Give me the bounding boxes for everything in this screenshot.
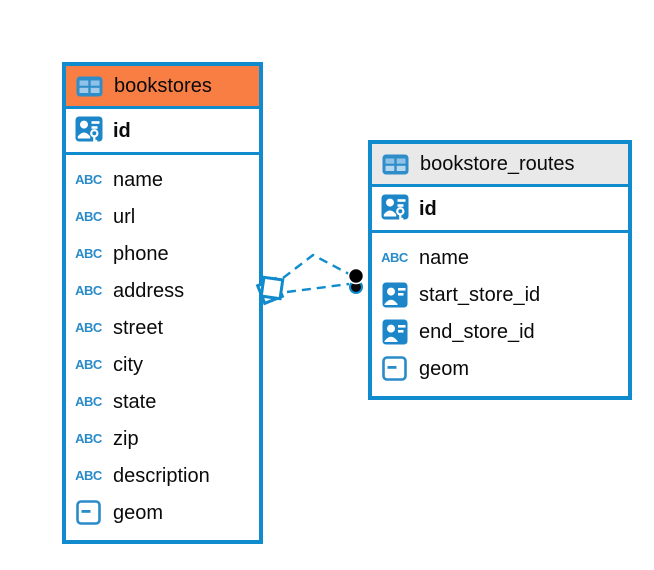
- reference-id-icon: [379, 319, 410, 345]
- column-row[interactable]: ABC street: [66, 309, 259, 346]
- table-bookstores[interactable]: bookstores id ABC name: [62, 62, 263, 544]
- primary-key-icon: [379, 194, 410, 223]
- table-bookstore-routes[interactable]: bookstore_routes id ABC name: [368, 140, 632, 400]
- column-row[interactable]: ABC url: [66, 198, 259, 235]
- column-row[interactable]: ABC name: [66, 161, 259, 198]
- text-type-icon: ABC: [75, 283, 102, 298]
- column-row[interactable]: ABC city: [66, 346, 259, 383]
- column-name: name: [419, 246, 470, 269]
- column-row[interactable]: end_store_id: [372, 313, 628, 350]
- table-icon: [380, 154, 411, 175]
- relationship-line-2[interactable]: [286, 282, 350, 294]
- text-type-icon: ABC: [75, 431, 102, 446]
- column-name: url: [113, 205, 136, 228]
- text-type-icon: ABC: [75, 246, 102, 261]
- relationship-line-1[interactable]: [282, 253, 352, 279]
- column-name: address: [113, 279, 185, 302]
- table-icon: [74, 76, 105, 97]
- pk-column-name: id: [113, 119, 131, 142]
- column-name: phone: [113, 242, 169, 265]
- table-bookstore-routes-header[interactable]: bookstore_routes: [372, 144, 628, 187]
- column-name: geom: [113, 501, 164, 524]
- column-row[interactable]: ABC address: [66, 272, 259, 309]
- column-name: street: [113, 316, 164, 339]
- text-type-icon: ABC: [75, 209, 102, 224]
- pk-row-id[interactable]: id: [372, 187, 628, 233]
- column-name: zip: [113, 427, 139, 450]
- text-type-icon: ABC: [75, 357, 102, 372]
- geometry-type-icon: [379, 356, 410, 381]
- column-row[interactable]: ABC name: [372, 239, 628, 276]
- pk-row-id[interactable]: id: [66, 109, 259, 155]
- primary-key-icon: [73, 116, 104, 145]
- column-row[interactable]: ABC phone: [66, 235, 259, 272]
- pk-column-name: id: [419, 197, 437, 220]
- text-type-icon: ABC: [75, 172, 102, 187]
- column-row[interactable]: geom: [66, 494, 259, 531]
- column-row[interactable]: geom: [372, 350, 628, 387]
- table-title: bookstore_routes: [420, 153, 575, 175]
- reference-id-icon: [379, 282, 410, 308]
- one-end-marker[interactable]: [347, 267, 365, 294]
- column-row[interactable]: ABC description: [66, 457, 259, 494]
- column-name: city: [113, 353, 143, 376]
- column-row[interactable]: ABC zip: [66, 420, 259, 457]
- table-bookstores-header[interactable]: bookstores: [66, 66, 259, 109]
- geometry-type-icon: [73, 500, 104, 525]
- text-type-icon: ABC: [75, 468, 102, 483]
- column-row[interactable]: ABC state: [66, 383, 259, 420]
- column-name: start_store_id: [419, 283, 541, 306]
- text-type-icon: ABC: [75, 394, 102, 409]
- column-row[interactable]: start_store_id: [372, 276, 628, 313]
- column-name: description: [113, 464, 210, 487]
- text-type-icon: ABC: [75, 320, 102, 335]
- column-name: state: [113, 390, 157, 413]
- column-name: geom: [419, 357, 470, 380]
- table-title: bookstores: [114, 75, 212, 97]
- column-name: end_store_id: [419, 320, 535, 343]
- column-name: name: [113, 168, 164, 191]
- text-type-icon: ABC: [381, 250, 408, 265]
